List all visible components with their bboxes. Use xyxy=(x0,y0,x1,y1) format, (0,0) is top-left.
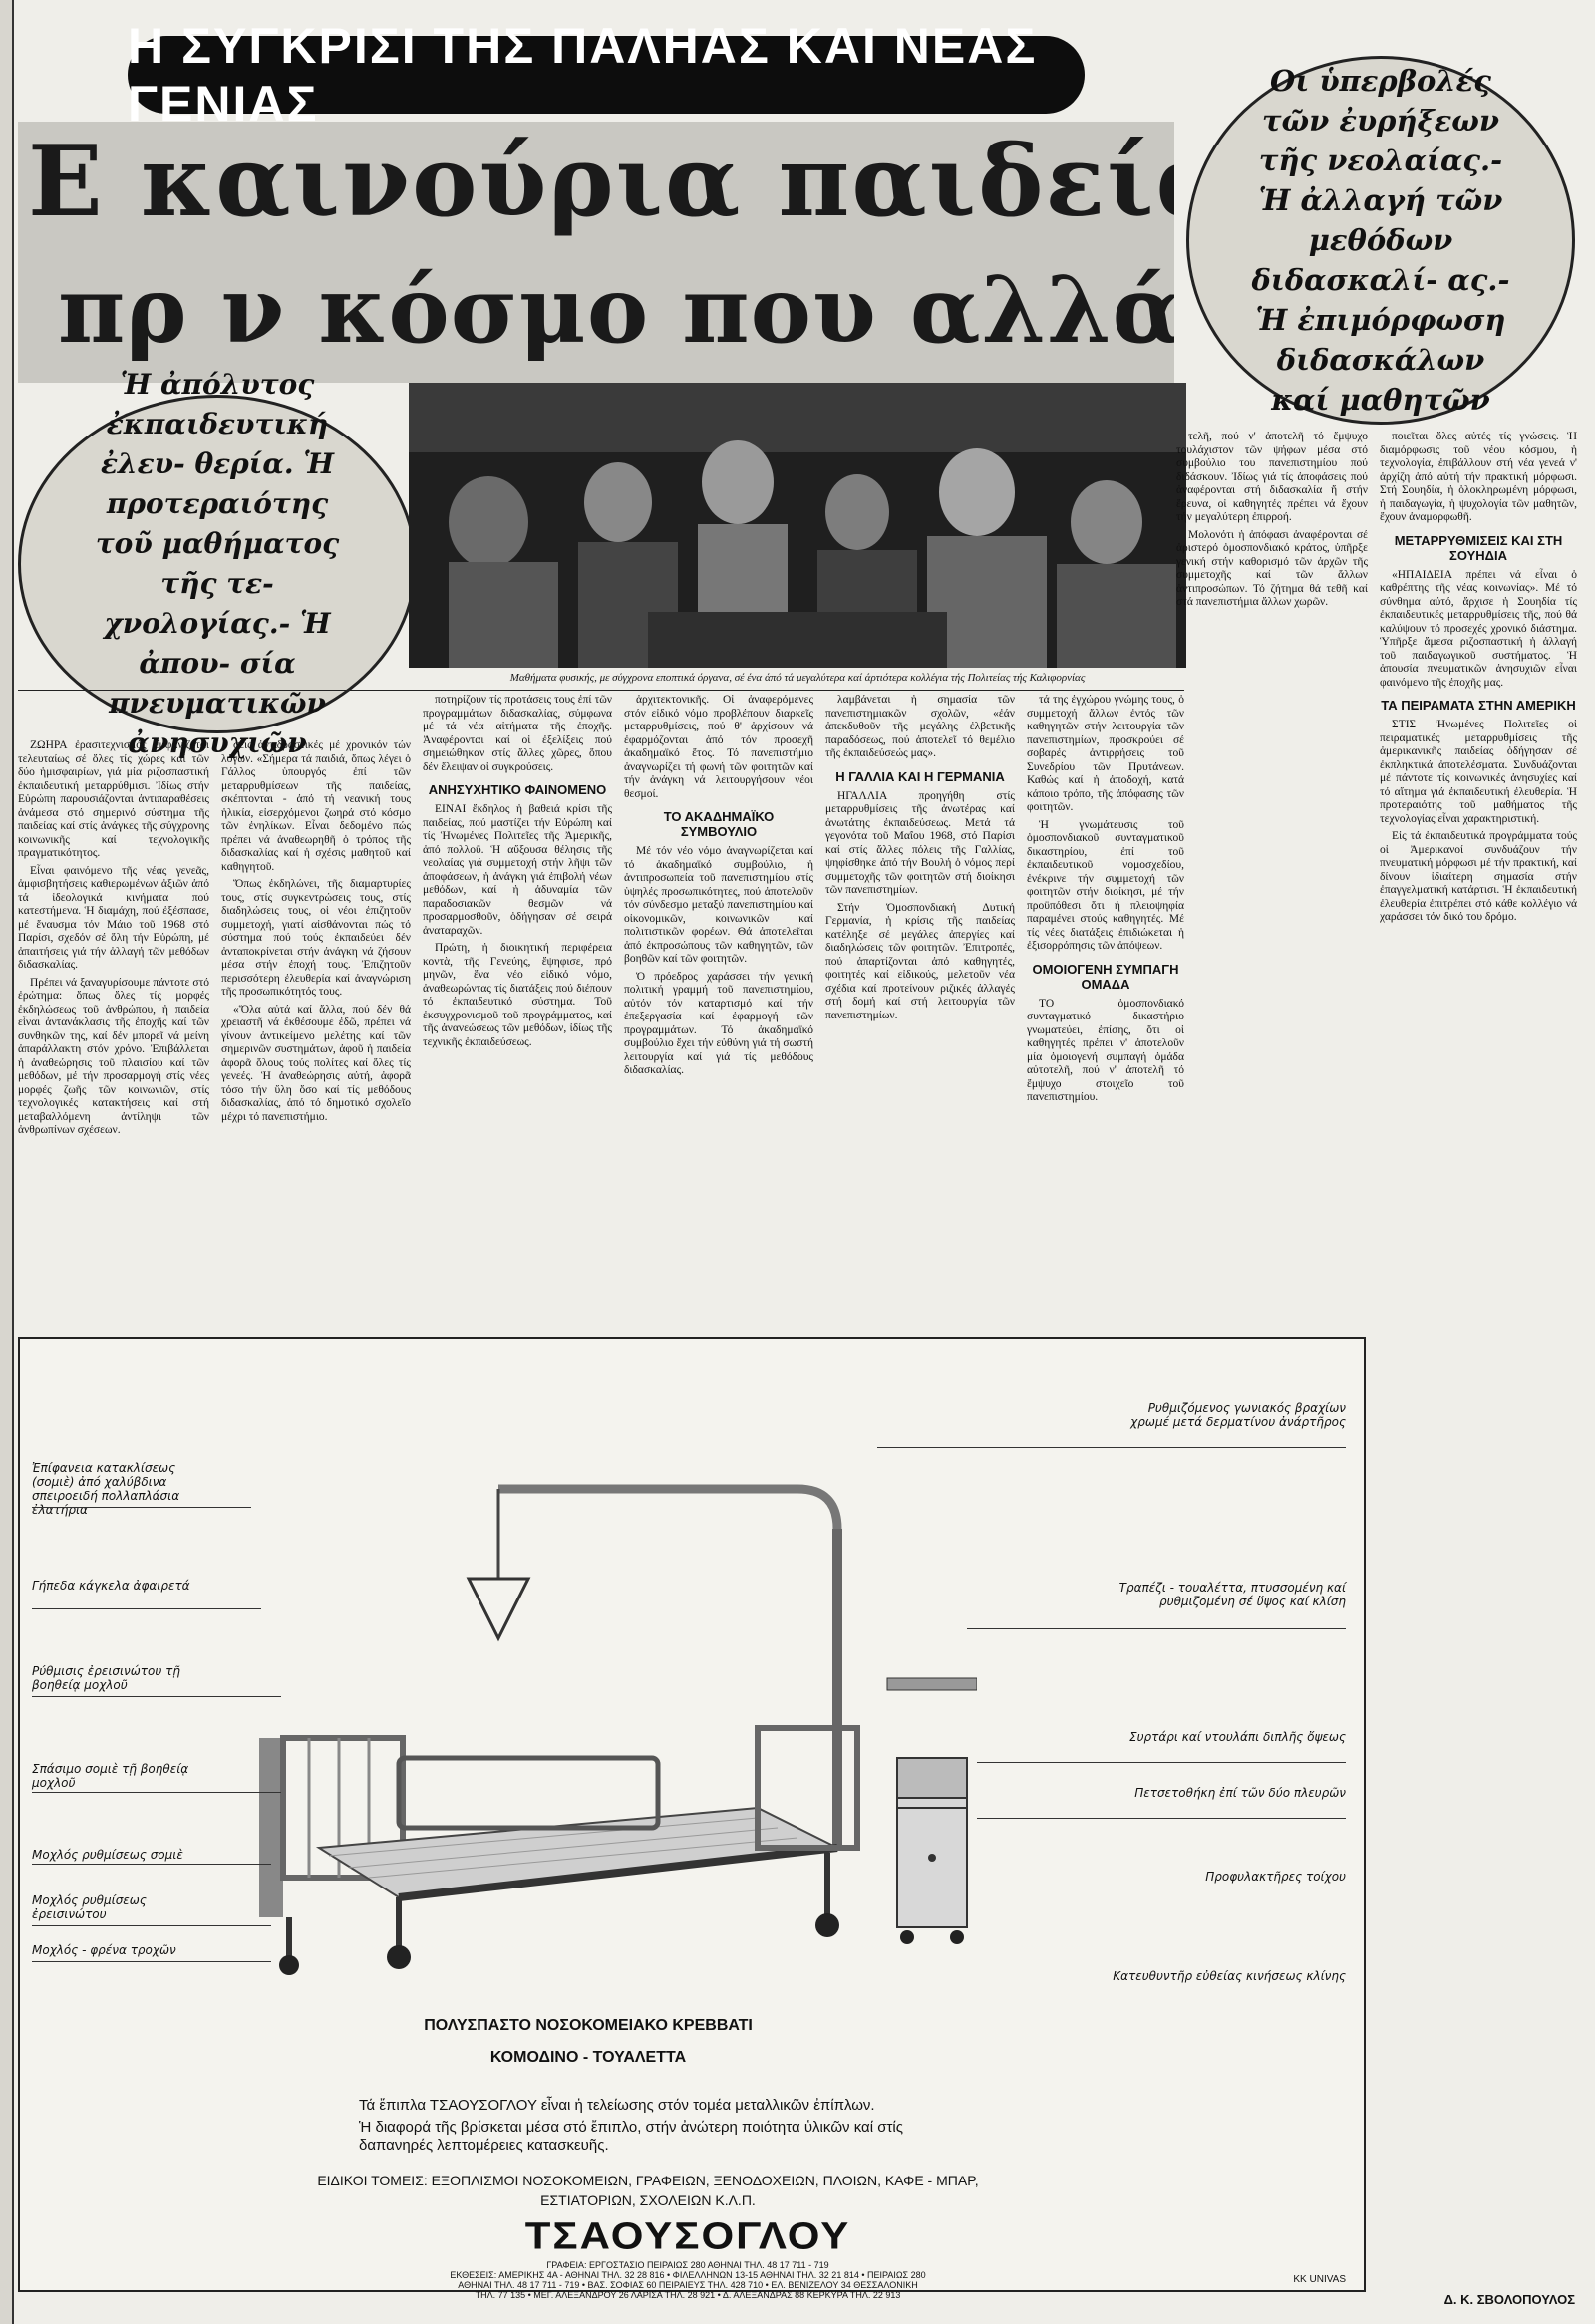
article-paragraph: ποιεῖται ὅλες αὐτές τίς γνώσεις. Ἡ διαμό… xyxy=(1380,431,1577,523)
section-heading: ΟΜΟΙΟΓΕΝΗ ΣΥΜΠΑΓΗ ΟΜΑΔΑ xyxy=(1032,961,1179,992)
ad-agency: KK UNIVAS xyxy=(1293,2274,1346,2285)
banner-title: Η ΣΥΓΚΡΙΣΙ ΤΗΣ ΠΑΛΗΑΣ ΚΑΙ ΝΕΑΣ ΓΕΝΙΑΣ xyxy=(128,18,1085,132)
leader-line xyxy=(977,1762,1346,1763)
ad-description-2: Ἡ διαφορά τῆς βρίσκεται μέσα στό ἔπιπλο,… xyxy=(359,2119,903,2154)
leader-line xyxy=(32,1696,281,1697)
ad-label-rails: Γήπεδα κάγκελα ἀφαιρετά xyxy=(32,1579,190,1593)
ad-product-subtitle: ΚΟΜΟΔΙΝΟ - ΤΟΥΑΛΕΤΤΑ xyxy=(489,2049,687,2066)
section-heading: ΑΝΗΣΥΧΗΤΙΚΟ ΦΑΙΝΟΜΕΝΟ xyxy=(428,782,607,797)
article-column-6: τά της ἐγχώρου γνώμης τους, ὁ συμμετοχή … xyxy=(1027,694,1184,1337)
headline-line-2: πρ ν κόσμο που αλλάζει ι νόμενο xyxy=(58,256,1174,364)
article-column-8: ποιεῖται ὅλες αὐτές τίς γνώσεις. Ἡ διαμό… xyxy=(1380,431,1577,2284)
section-heading: ΜΕΤΑΡΡΥΘΜΙΣΕΙΣ ΚΑΙ ΣΤΗ ΣΟΥΗΔΙΑ xyxy=(1394,532,1563,563)
ad-label-drawer: Συρτάρι καί ντουλάπι διπλῆς ὄψεως xyxy=(1129,1730,1346,1744)
article-column-2: σεις ἀντιδραστικές μέ χρονικόν τών λόγων… xyxy=(221,739,411,1337)
ad-address-2: ΕΚΘΕΣΕΙΣ: ΑΜΕΡΙΚΗΣ 4Α - ΑΘΗΝΑΙ ΤΗΛ. 32 2… xyxy=(450,2270,926,2280)
article-paragraph: ΖΩΗΡΑ ἐρασιτεχνισμός ἔμφανίζεται τελευτα… xyxy=(18,739,209,859)
section-heading: Η ΓΑΛΛΙΑ ΚΑΙ Η ΓΕΡΜΑΝΙΑ xyxy=(835,768,1005,784)
classroom-photo xyxy=(409,383,1186,668)
article-paragraph: ΤΟ ὁμοσπονδιακό συνταγματικό δικαστήριο … xyxy=(1027,997,1184,1104)
article-column-1: ΖΩΗΡΑ ἐρασιτεχνισμός ἔμφανίζεται τελευτα… xyxy=(18,739,209,1337)
ad-address-4: ΤΗΛ. 77 135 • ΜΕΓ. ΑΛΕΞΑΝΔΡΟΥ 26 ΛΑΡΙΣΑ … xyxy=(475,2290,901,2300)
article-paragraph: «ΗΠΑΙΔΕΙΑ πρέπει νά εἶναι ὁ καθρέπτης τῆ… xyxy=(1380,568,1577,689)
article-paragraph: Μέ τόν νέο νόμο ἀναγνωρίζεται καί τό ἀκα… xyxy=(624,845,813,965)
summary-circle-left: Ἡ ἀπόλυτος ἐκπαιδευτική ἐλευ- θερία. Ἡ π… xyxy=(18,368,417,759)
summary-circle-left-text: Ἡ ἀπόλυτος ἐκπαιδευτική ἐλευ- θερία. Ἡ π… xyxy=(95,368,340,759)
ad-label-arm: Ρυθμιζόμενος γωνιακός βραχίων χρωμέ μετά… xyxy=(1130,1401,1346,1429)
ad-label-guide: Κατευθυντῆρ εὐθείας κινήσεως κλίνης xyxy=(1113,1969,1346,1983)
ad-address-3: ΑΘΗΝΑΙ ΤΗΛ. 48 17 711 - 719 • ΒΑΣ. ΣΟΦΙΑ… xyxy=(458,2280,918,2290)
article-paragraph: «Ὅλα αὐτά καί ἄλλα, πού δέν θά χρειαστῆ … xyxy=(221,1003,411,1123)
leader-line xyxy=(32,1864,271,1865)
leader-line xyxy=(32,1925,271,1926)
article-paragraph: ΣΤΙΣ Ἡνωμένες Πολιτεῖες οἱ πειραματικές … xyxy=(1380,719,1577,825)
ad-label-lever-bed: Μοχλός ρυθμίσεως σομιὲ xyxy=(32,1848,183,1862)
leader-line xyxy=(32,1792,281,1793)
article-paragraph: ΕΙΝΑΙ ἔκδηλος ἡ βαθειά κρίσι τῆς παιδεία… xyxy=(423,803,612,937)
leader-line xyxy=(32,1961,271,1962)
article-paragraph: σεις ἀντιδραστικές μέ χρονικόν τών λόγων… xyxy=(221,739,411,873)
summary-circle-right: Οι ὑπερβολές τῶν ἐυρήξεων τῆς νεολαίας.-… xyxy=(1186,56,1575,425)
article-paragraph: Ὅπως ἐκδηλώνει, τῆς διαμαρτυρίες τους, σ… xyxy=(221,878,411,998)
article-paragraph: ἀρχιτεκτονικῆς. Οἱ ἀναφερόμενες στόν εἰδ… xyxy=(624,694,813,800)
byline: Δ. Κ. ΣΒΟΛΟΠΟΥΛΟΣ xyxy=(1443,2292,1575,2307)
headline-block: Ε καινούρια παιδείας πρ ν κόσμο που αλλά… xyxy=(18,122,1174,383)
article-paragraph: Ὁ πρόεδρος χαράσσει τήν γενική πολιτική … xyxy=(624,970,813,1077)
ad-description-1: Τά ἔπιπλα ΤΣΑΟΥΣΟΓΛΟΥ εἶναι ἡ τελείωσης … xyxy=(359,2097,875,2114)
leader-line xyxy=(32,1608,261,1609)
ad-product-title: ΠΟΛΥΣΠΑΣΤΟ ΝΟΣΟΚΟΜΕΙΑΚΟ ΚΡΕΒΒΑΤΙ xyxy=(424,2017,753,2034)
ad-label-lever-back: Μοχλός ρυθμίσεως ἐρεισινώτου xyxy=(32,1893,147,1921)
leader-line xyxy=(967,1628,1346,1629)
ad-label-backrest: Ρύθμισις ἐρεισινώτου τῇ βοηθείᾳ μοχλοῦ xyxy=(32,1664,180,1692)
article-paragraph: Μολονότι ἡ ἀπόφασι ἀναφέρονται σέ ἀριστε… xyxy=(1176,528,1368,609)
article-paragraph: Πρώτη, ἡ διοικητική περιφέρεια κοντὰ, τῆ… xyxy=(423,942,612,1048)
article-paragraph: Πρέπει νά ξαναγυρίσουμε πάντοτε στό ἐρώτ… xyxy=(18,976,209,1137)
summary-circle-right-text: Οι ὑπερβολές τῶν ἐυρήξεων τῆς νεολαίας.-… xyxy=(1251,64,1510,417)
article-column-4: ἀρχιτεκτονικῆς. Οἱ ἀναφερόμενες στόν εἰδ… xyxy=(624,694,813,1337)
section-heading: ΤΟ ΑΚΑΔΗΜΑΪΚΟ ΣΥΜΒΟΥΛΙΟ xyxy=(663,809,775,839)
ad-address-1: ΓΡΑΦΕΙΑ: ΕΡΓΟΣΤΑΣΙΟ ΠΕΙΡΑΙΩΣ 280 ΑΘΗΝΑΙ … xyxy=(546,2260,829,2270)
photo-caption: Μαθήματα φυσικής, με σύγχρονα εποπτικά ό… xyxy=(509,672,1086,684)
ad-label-surface: Ἐπίφανεια κατακλίσεως (σομιὲ) ἀπό χαλύβδ… xyxy=(32,1461,180,1517)
article-column-3: ποτηρίζουν τίς προτάσεις τους ἐπί τῶν πρ… xyxy=(423,694,612,1337)
advertisement: Ἐπίφανεια κατακλίσεως (σομιὲ) ἀπό χαλύβδ… xyxy=(18,1337,1366,2300)
article-column-7: τελῆ, πού ν' ἀποτελῆ τό ἔμψυχο τουλάχιστ… xyxy=(1176,431,1368,749)
ad-label-bend: Σπάσιμο σομιὲ τῇ βοηθείᾳ μοχλοῦ xyxy=(32,1762,189,1790)
leader-line xyxy=(877,1447,1346,1448)
leader-line xyxy=(32,1507,251,1508)
left-margin-strip xyxy=(0,0,14,2324)
article-paragraph: λαμβάνεται ἡ σημασία τῶν πανεπιστημιακῶν… xyxy=(825,694,1015,759)
article-column-5: λαμβάνεται ἡ σημασία τῶν πανεπιστημιακῶν… xyxy=(825,694,1015,1337)
article-paragraph: ποτηρίζουν τίς προτάσεις τους ἐπί τῶν πρ… xyxy=(423,694,612,773)
article-paragraph: τά της ἐγχώρου γνώμης τους, ὁ συμμετοχή … xyxy=(1027,694,1184,813)
article-paragraph: Στήν Ὁμοσπονδιακή Δυτική Γερμανία, ἡ κρί… xyxy=(825,901,1015,1021)
leader-line xyxy=(977,1818,1346,1819)
article-paragraph: Εἶναι φαινόμενο τῆς νέας γενεᾶς, ἀμφισβη… xyxy=(18,864,209,972)
classroom-photo-image xyxy=(409,383,1186,668)
rule-top-articles xyxy=(18,690,1184,691)
section-heading: ΤΑ ΠΕΙΡΑΜΑΤΑ ΣΤΗΝ ΑΜΕΡΙΚΗ xyxy=(1381,698,1576,713)
ad-label-bumpers: Προφυλακτῆρες τοίχου xyxy=(1205,1870,1346,1884)
article-paragraph: Ἡ γνωμάτευσις τοῦ ὁμοσπονδιακοῦ συνταγμα… xyxy=(1027,818,1184,953)
article-paragraph: ΗΓΑΛΛΙΑ προηγήθη στίς μεταρρυθμίσεις τῆς… xyxy=(825,789,1015,897)
article-paragraph: Εἰς τά ἐκπαιδευτικά προγράμματα τούς οἱ … xyxy=(1380,830,1577,923)
ad-sectors: ΕΙΔΙΚΟΙ ΤΟΜΕΙΣ: ΕΞΟΠΛΙΣΜΟΙ ΝΟΣΟΚΟΜΕΙΩΝ, … xyxy=(317,2173,979,2208)
ad-label-brakes: Μοχλός - φρένα τροχῶν xyxy=(32,1943,176,1957)
article-paragraph: τελῆ, πού ν' ἀποτελῆ τό ἔμψυχο τουλάχιστ… xyxy=(1176,431,1368,523)
ad-label-tray: Τραπέζι - τουαλέττα, πτυσσομένη καί ρυθμ… xyxy=(1118,1581,1346,1608)
headline-line-1: Ε καινούρια παιδείας xyxy=(28,125,1174,239)
ad-label-towel: Πετσετοθήκη ἐπί τῶν δύο πλευρῶν xyxy=(1134,1786,1346,1800)
ad-brand-logo: ΤΣΑΟΥΣΟΓΛΟΥ xyxy=(524,2214,851,2257)
hospital-bed-illustration xyxy=(259,1484,977,1975)
